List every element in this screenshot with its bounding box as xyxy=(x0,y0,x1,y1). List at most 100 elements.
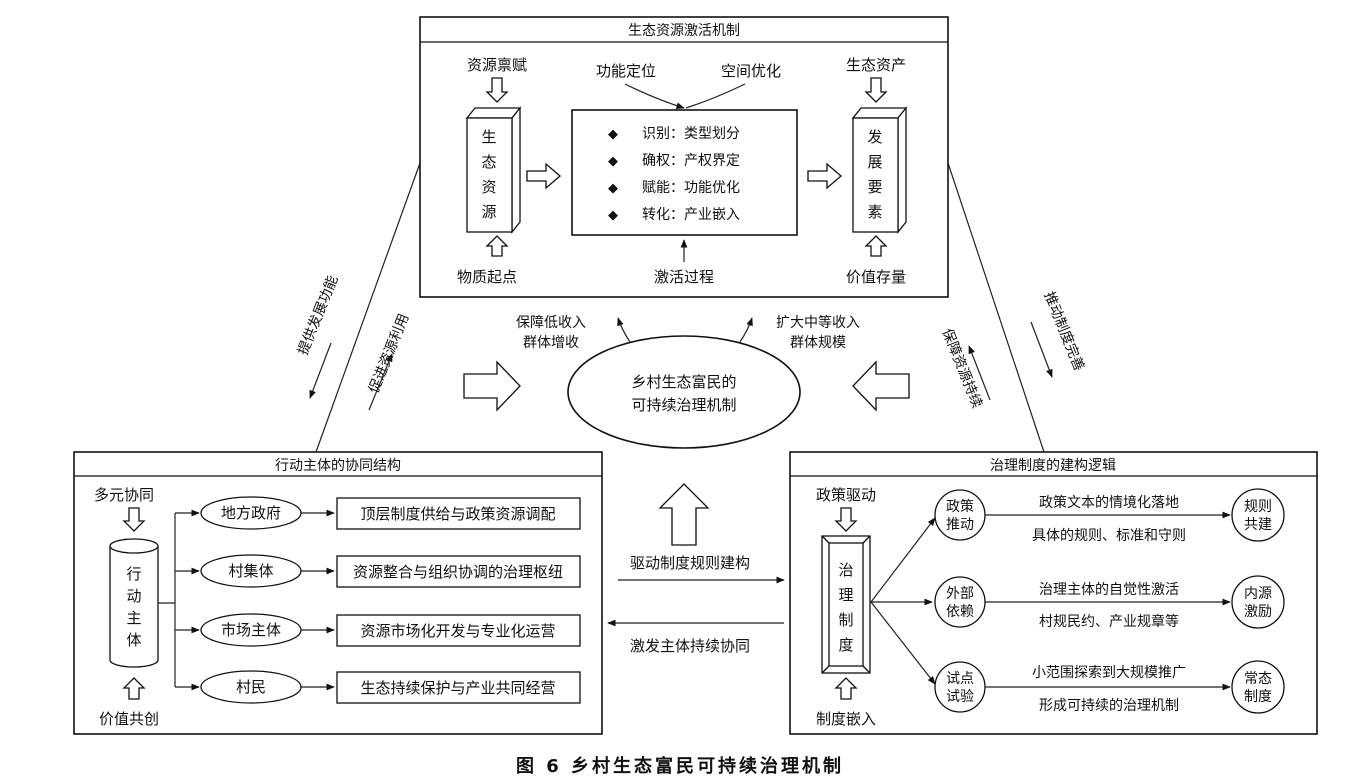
governance-row-pilot-test: 试点 试验 小范围探索到大规模推广 形成可持续的治理机制 常态 制度 xyxy=(934,660,1285,714)
side-labels-left: 提供发展功能 促进资源利用 xyxy=(295,274,412,411)
mode-upper: 小范围探索到大规模推广 xyxy=(1032,664,1186,681)
dev-factor-block: 发 展 要 素 xyxy=(851,106,908,234)
actor-name: 村民 xyxy=(236,678,266,696)
mode-label: 推动 xyxy=(946,517,974,533)
actor-name: 市场主体 xyxy=(221,621,281,639)
outcome-low-income: 群体增收 xyxy=(523,335,579,351)
left-big-arrow-icon xyxy=(463,360,521,412)
actor-name: 地方政府 xyxy=(221,504,281,522)
value-cocreate-label: 价值共创 xyxy=(99,710,159,728)
eco-resource-block: 生 态 资 源 xyxy=(465,106,522,234)
process-bullet-icon: ◆ xyxy=(608,154,618,169)
down-arrow-icon xyxy=(485,77,509,103)
right-big-arrow-icon xyxy=(852,360,910,412)
actor-role: 顶层制度供给与政策资源调配 xyxy=(360,505,555,523)
result-label: 规则 xyxy=(1244,499,1272,515)
process-bullet-icon: ◆ xyxy=(608,127,618,142)
process-bullet-icon: ◆ xyxy=(608,181,618,196)
top-box-title: 生态资源激活机制 xyxy=(628,22,740,39)
svg-text:体: 体 xyxy=(126,631,141,649)
down-arrow-icon xyxy=(122,507,146,532)
center-ellipse xyxy=(567,335,801,449)
up-arrow-icon xyxy=(122,677,146,700)
svg-text:发: 发 xyxy=(867,128,882,146)
multi-collab-label: 多元协同 xyxy=(94,486,154,504)
left-box-title: 行动主体的协同结构 xyxy=(275,458,401,474)
center-title-line2: 可持续治理机制 xyxy=(631,396,736,414)
actor-row-village-collective: 村集体 资源整合与组织协调的治理枢纽 xyxy=(200,554,581,588)
policy-drive-label: 政策驱动 xyxy=(816,486,876,504)
center-title-line1: 乡村生态富民的 xyxy=(631,373,736,391)
mode-label: 外部 xyxy=(946,586,974,602)
right-arrow-icon xyxy=(807,162,842,190)
activation-process-box xyxy=(571,109,798,236)
svg-text:度: 度 xyxy=(838,636,853,654)
svg-text:生: 生 xyxy=(481,128,496,146)
down-arrow-icon xyxy=(864,77,888,103)
mode-lower: 村规民约、产业规章等 xyxy=(1039,613,1179,630)
actor-name: 村集体 xyxy=(228,562,273,580)
side-label-provide-function: 提供发展功能 xyxy=(295,274,341,358)
svg-text:主: 主 xyxy=(126,609,141,627)
process-list: ◆ 识别：类型划分 ◆ 确权：产权界定 ◆ 赋能：功能优化 ◆ 转化：产业嵌入 xyxy=(608,126,740,223)
up-arrow-icon xyxy=(485,235,509,257)
process-item: 转化：产业嵌入 xyxy=(642,207,740,223)
result-label: 内源 xyxy=(1244,586,1272,602)
mode-label: 依赖 xyxy=(946,604,974,620)
side-label-ensure-resource: 保障资源持续 xyxy=(939,326,986,410)
svg-text:治: 治 xyxy=(838,561,853,579)
svg-text:展: 展 xyxy=(867,153,882,171)
mode-upper: 治理主体的自觉性激活 xyxy=(1039,581,1179,598)
process-bullet-icon: ◆ xyxy=(608,208,618,223)
up-arrow-icon xyxy=(834,677,858,700)
space-optimize-label: 空间优化 xyxy=(721,62,781,80)
governance-pillar: 治 理 制 度 xyxy=(821,535,871,674)
process-item: 确权：产权界定 xyxy=(642,153,740,169)
right-box-title: 治理制度的建构逻辑 xyxy=(990,458,1116,474)
function-position-label: 功能定位 xyxy=(596,62,656,80)
svg-text:理: 理 xyxy=(838,586,853,604)
connector-left xyxy=(315,162,421,453)
mode-upper: 政策文本的情境化落地 xyxy=(1039,494,1179,511)
outcome-middle-income: 群体规模 xyxy=(790,335,846,351)
drive-rules-label: 驱动制度规则建构 xyxy=(630,554,750,572)
result-label: 制度 xyxy=(1244,689,1272,705)
process-item: 赋能：功能优化 xyxy=(642,180,740,196)
mode-lower: 具体的规则、标准和守则 xyxy=(1032,528,1186,544)
svg-text:态: 态 xyxy=(481,153,496,171)
actor-row-market-entity: 市场主体 资源市场化开发与专业化运营 xyxy=(200,613,581,647)
mode-label: 政策 xyxy=(946,498,974,515)
actor-row-local-government: 地方政府 顶层制度供给与政策资源调配 xyxy=(200,496,581,530)
svg-text:源: 源 xyxy=(481,203,496,221)
result-label: 常态 xyxy=(1244,671,1272,687)
svg-text:行: 行 xyxy=(126,565,141,583)
right-box-governance-logic: 治理制度的建构逻辑 政策驱动 治 理 制 度 制度嵌入 政策 推动 政策文本的情… xyxy=(789,451,1318,735)
institution-embed-label: 制度嵌入 xyxy=(816,710,876,728)
eco-asset-label: 生态资产 xyxy=(846,56,906,74)
result-label: 激励 xyxy=(1244,603,1272,620)
value-stock-label: 价值存量 xyxy=(846,268,906,286)
mode-lower: 形成可持续的治理机制 xyxy=(1039,697,1179,714)
actor-cylinder: 行 动 主 体 xyxy=(109,538,159,668)
result-label: 共建 xyxy=(1244,517,1272,533)
svg-text:动: 动 xyxy=(126,587,141,605)
side-labels-right: 推动制度完善 保障资源持续 xyxy=(939,290,1087,411)
actor-role: 生态持续保护与产业共同经营 xyxy=(360,679,555,697)
figure-caption: 图 6 乡村生态富民可持续治理机制 xyxy=(515,756,845,777)
svg-text:资: 资 xyxy=(481,178,496,196)
top-box-eco-resource-activation: 生态资源激活机制 资源禀赋 生 态 资 源 物质起点 功能定位 空间优化 ◆ 识… xyxy=(419,16,949,298)
svg-text:素: 素 xyxy=(867,203,882,221)
actor-role: 资源市场化开发与专业化运营 xyxy=(360,622,555,640)
left-box-actor-collaboration: 行动主体的协同结构 多元协同 行 动 主 体 价值共创 地方政府 顶层制度供给与… xyxy=(73,451,603,735)
svg-text:制: 制 xyxy=(838,611,853,629)
side-label-promote-resource: 促进资源利用 xyxy=(366,312,412,396)
outcome-middle-income: 扩大中等收入 xyxy=(776,314,860,331)
material-start-label: 物质起点 xyxy=(457,268,517,286)
activation-process-label: 激活过程 xyxy=(654,268,714,286)
governance-row-policy-push: 政策 推动 政策文本的情境化落地 具体的规则、标准和守则 规则 共建 xyxy=(934,488,1285,544)
actor-row-villagers: 村民 生态持续保护与产业共同经营 xyxy=(200,670,581,704)
right-arrow-icon xyxy=(526,162,561,190)
down-arrow-icon xyxy=(834,507,858,532)
mode-label: 试点 xyxy=(946,671,974,687)
